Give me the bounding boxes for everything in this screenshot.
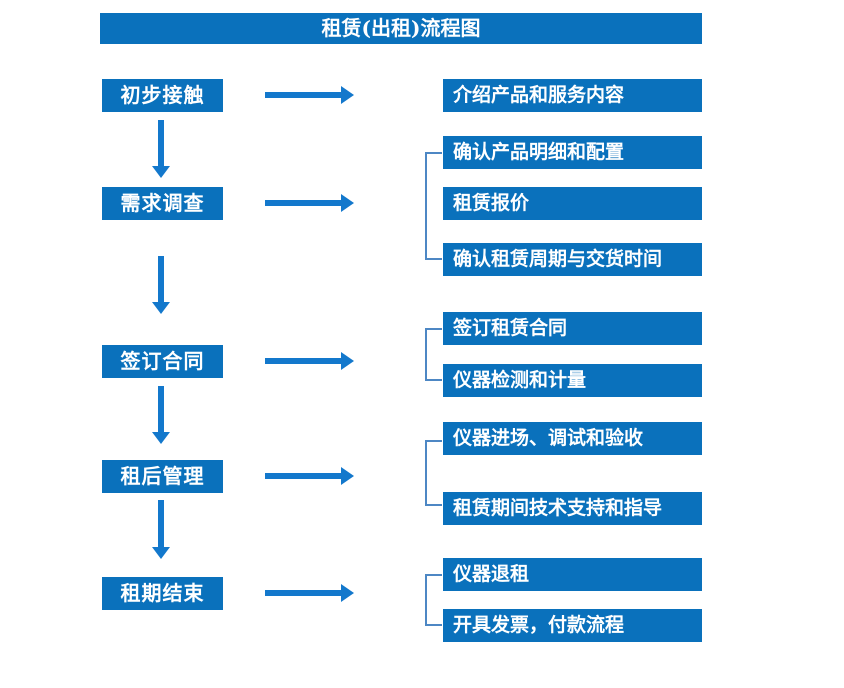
detail-confirm-rental-period: 确认租赁周期与交货时间 xyxy=(443,243,702,276)
right-arrow-icon-2 xyxy=(265,194,354,212)
detail-confirm-product-details: 确认产品明细和配置 xyxy=(443,136,702,169)
down-arrow-icon-2 xyxy=(152,256,170,314)
down-arrow-icon-4 xyxy=(152,500,170,559)
stage-requirements-survey: 需求调查 xyxy=(102,187,223,220)
right-arrow-icon-3 xyxy=(265,352,354,370)
down-arrow-icon-1 xyxy=(152,120,170,178)
right-arrow-icon-4 xyxy=(265,467,354,485)
stage-contract-signing: 签订合同 xyxy=(102,345,223,378)
detail-instrument-inspection: 仪器检测和计量 xyxy=(443,364,702,397)
detail-invoice-payment: 开具发票，付款流程 xyxy=(443,609,702,642)
group-bracket-management xyxy=(425,440,442,506)
detail-instrument-return: 仪器退租 xyxy=(443,558,702,591)
detail-rental-tech-support: 租赁期间技术支持和指导 xyxy=(443,492,702,525)
right-arrow-icon-5 xyxy=(265,584,354,602)
detail-sign-rental-contract: 签订租赁合同 xyxy=(443,312,702,345)
detail-rental-quote: 租赁报价 xyxy=(443,187,702,220)
group-bracket-contract xyxy=(425,328,442,381)
stage-initial-contact: 初步接触 xyxy=(102,79,223,112)
stage-rental-end: 租期结束 xyxy=(102,577,223,610)
right-arrow-icon-1 xyxy=(265,86,354,104)
detail-instrument-setup: 仪器进场、调试和验收 xyxy=(443,422,702,455)
group-bracket-requirements xyxy=(425,152,442,260)
stage-post-rental-management: 租后管理 xyxy=(102,460,223,493)
detail-introduce-products: 介绍产品和服务内容 xyxy=(443,79,702,112)
flowchart-title: 租赁(出租)流程图 xyxy=(100,13,702,44)
group-bracket-rental-end xyxy=(425,574,442,626)
down-arrow-icon-3 xyxy=(152,386,170,444)
